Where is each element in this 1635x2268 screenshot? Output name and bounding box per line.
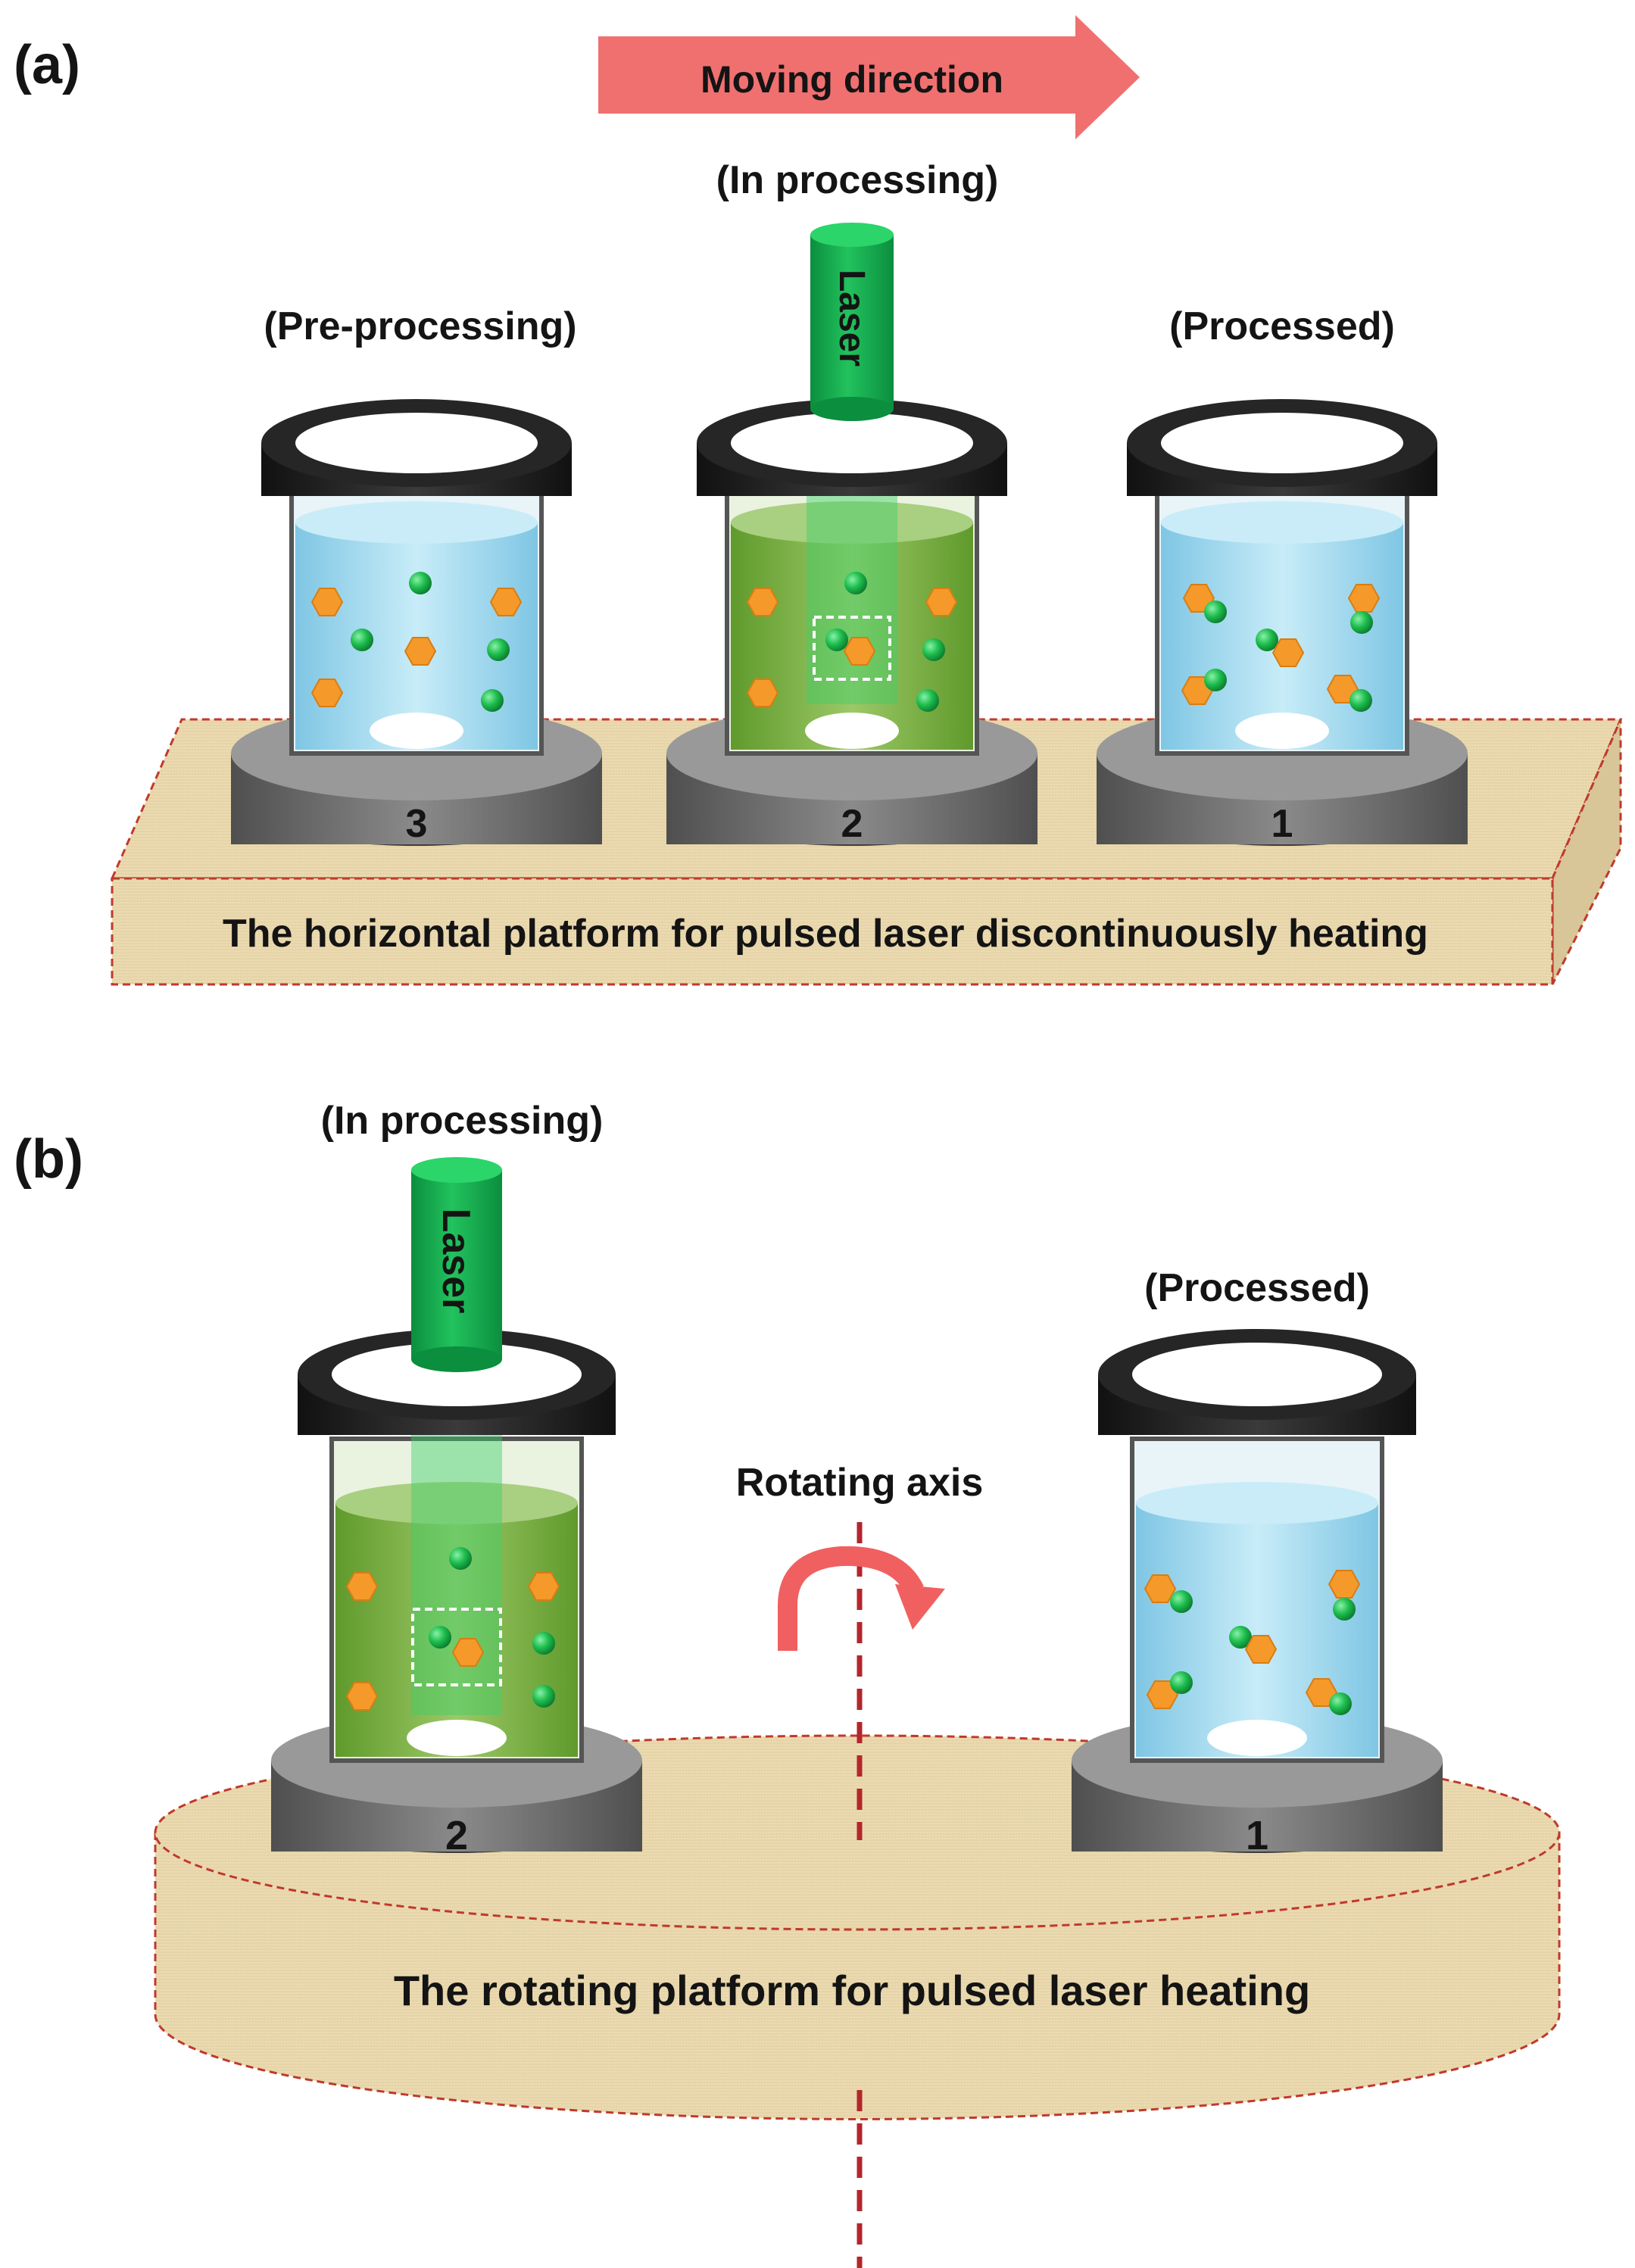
- rotating-platform-label: The rotating platform for pulsed laser h…: [394, 1967, 1310, 2014]
- laser-b: Laser: [411, 1157, 502, 1372]
- vial-a3: 3: [231, 399, 602, 846]
- a-processed-label: (Processed): [1169, 304, 1395, 348]
- horizontal-platform-label: The horizontal platform for pulsed laser…: [223, 912, 1428, 956]
- laser-a: Laser: [810, 223, 894, 421]
- laser-b-label: Laser: [434, 1209, 478, 1314]
- rotating-axis-label: Rotating axis: [736, 1461, 984, 1505]
- vial-b1: 1: [1072, 1329, 1443, 1858]
- panel-b-label: (b): [14, 1129, 83, 1190]
- panel-a-label: (a): [14, 35, 80, 95]
- vial-a2-number: 2: [841, 802, 863, 846]
- vial-a1-number: 1: [1271, 802, 1293, 846]
- rotating-axis: Rotating axis: [736, 1461, 984, 2268]
- moving-direction-arrow: Moving direction: [598, 15, 1140, 139]
- vial-a3-number: 3: [406, 802, 428, 846]
- a-pre-processing-label: (Pre-processing): [264, 304, 576, 348]
- vial-b2-number: 2: [445, 1813, 468, 1858]
- vial-a2: Laser 2: [666, 223, 1037, 846]
- rotation-arrow-head: [895, 1584, 945, 1630]
- laser-a-label: Laser: [832, 270, 872, 367]
- moving-direction-label: Moving direction: [700, 58, 1003, 101]
- vial-b1-number: 1: [1246, 1813, 1268, 1858]
- vial-b2: Laser 2: [271, 1157, 642, 1858]
- vial-a1: 1: [1097, 399, 1468, 846]
- b-processed-label: (Processed): [1144, 1266, 1370, 1310]
- a-in-processing-label: (In processing): [716, 158, 999, 202]
- b-in-processing-label: (In processing): [321, 1099, 604, 1143]
